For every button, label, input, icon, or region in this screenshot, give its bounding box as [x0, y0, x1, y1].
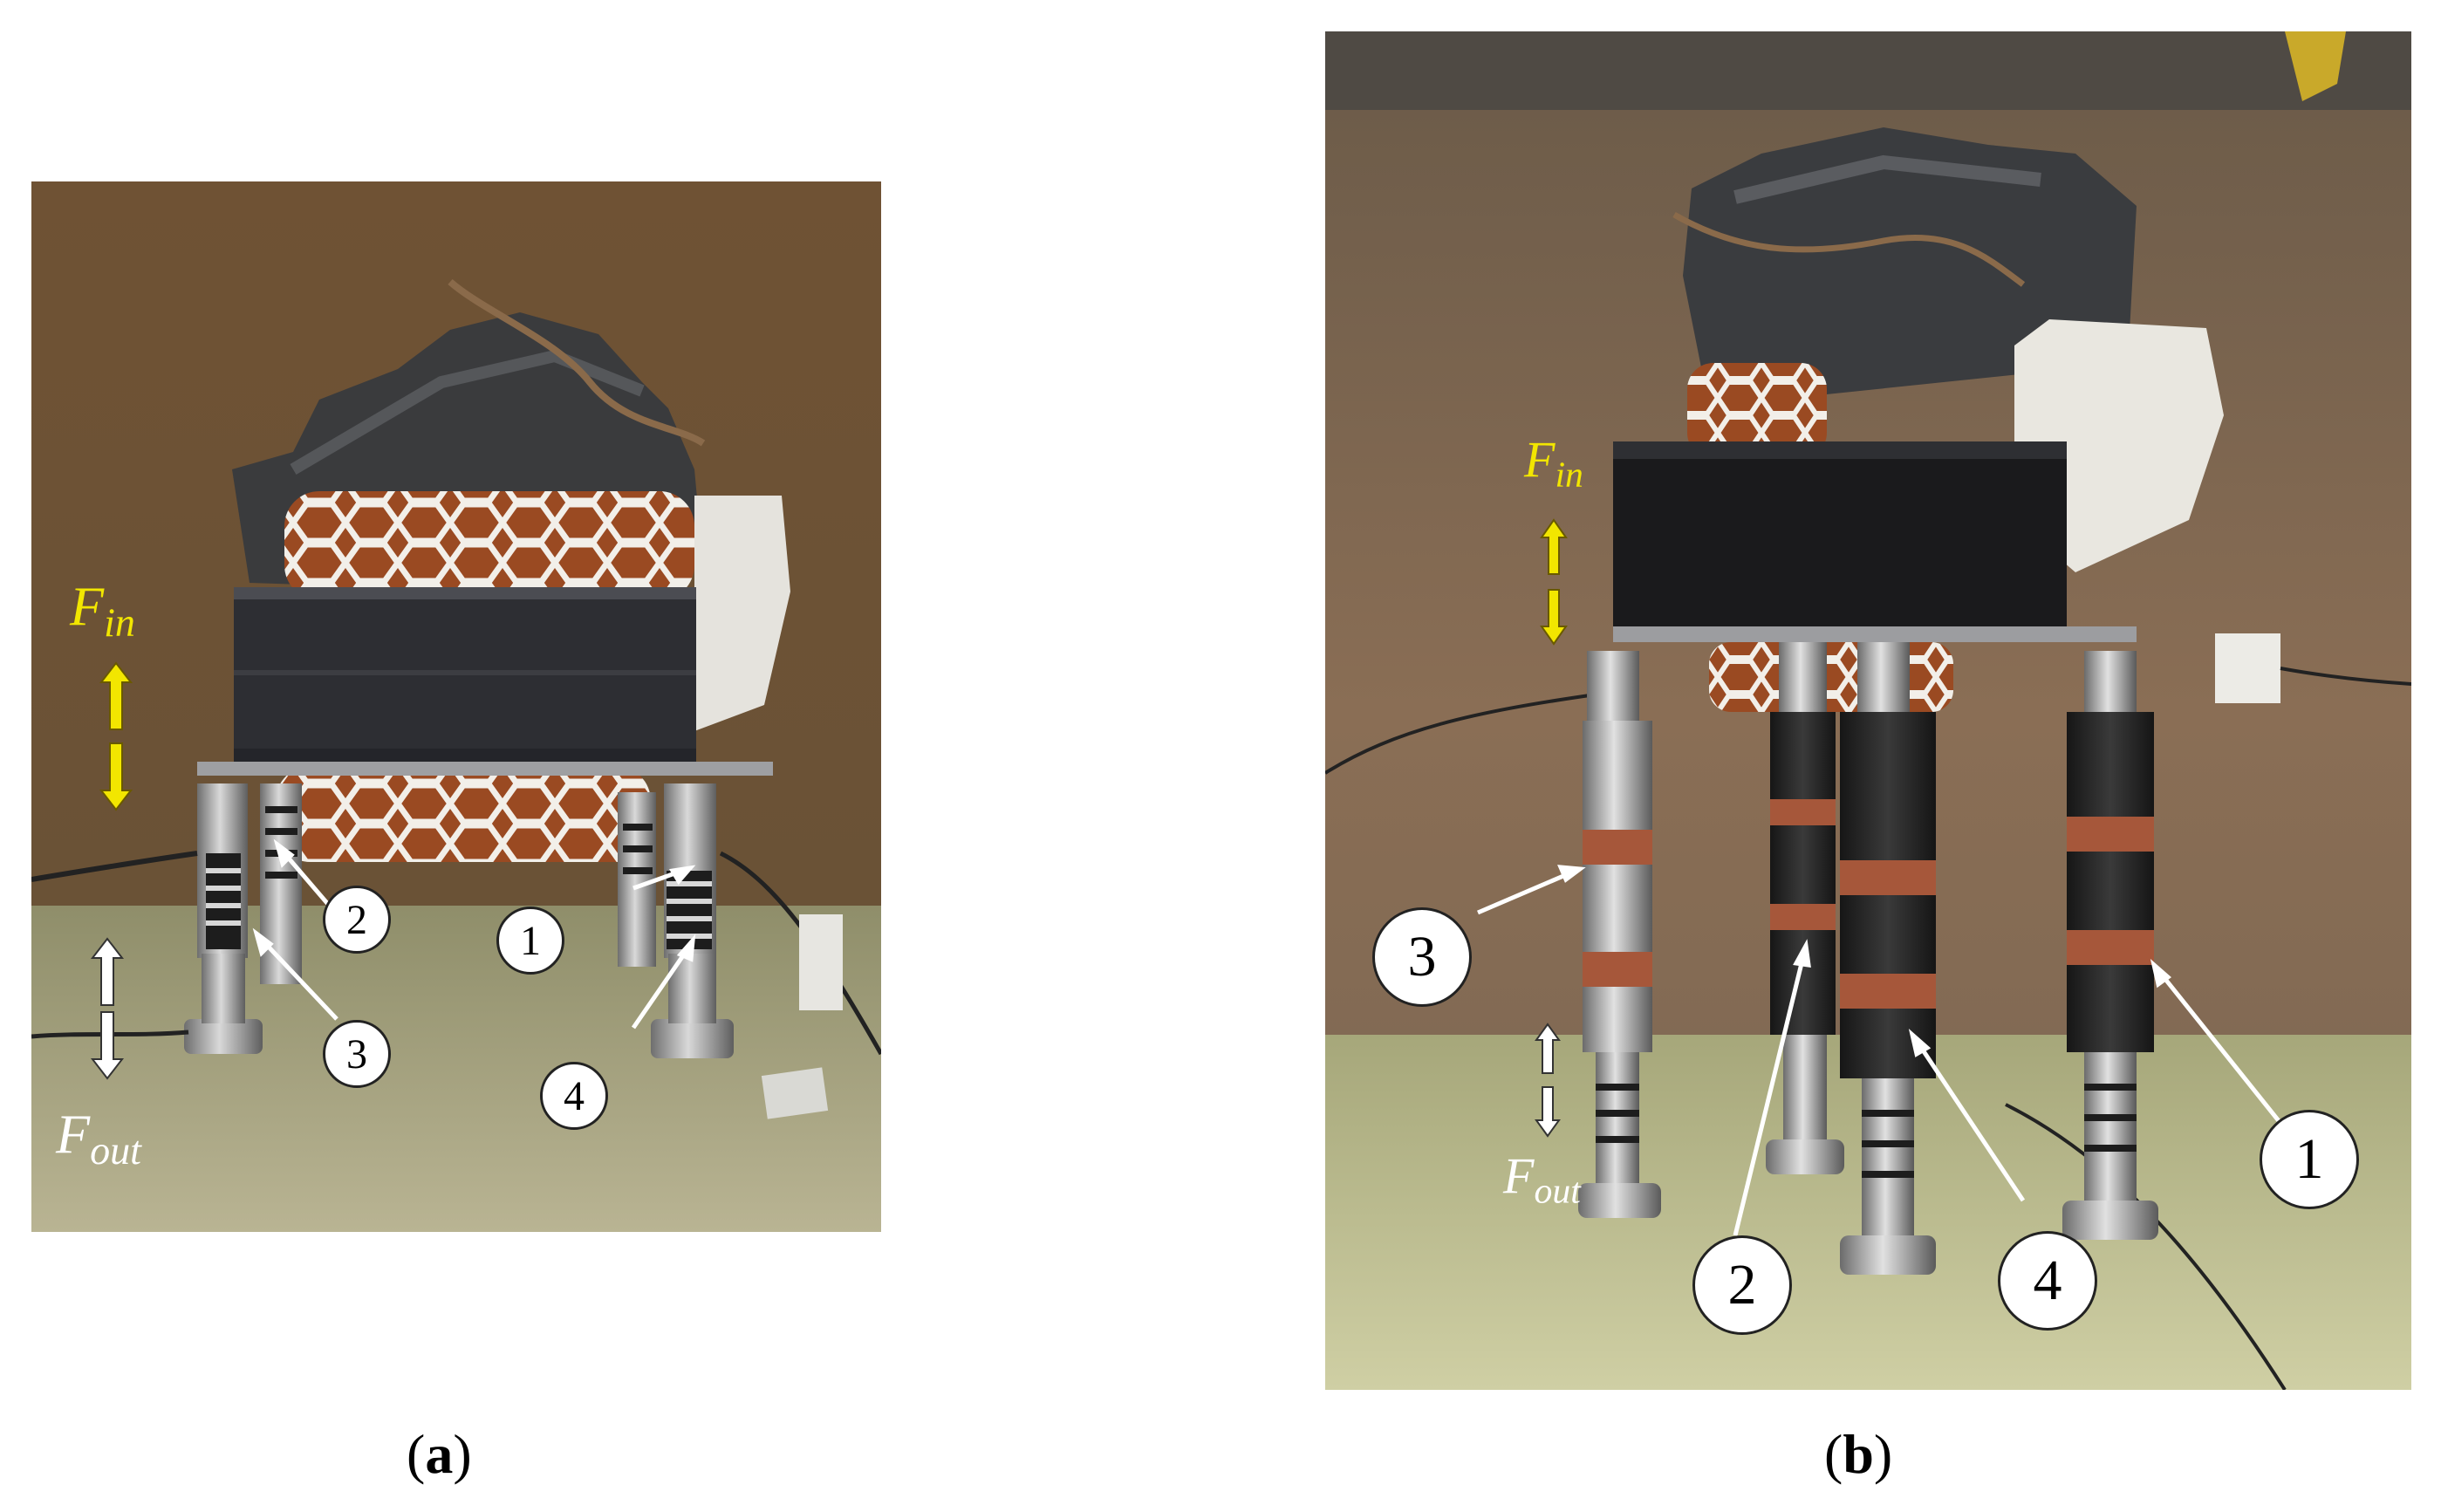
callout-3: 3: [323, 1020, 391, 1088]
photo-panel-b: Fin Fout 1 2 3 4: [1325, 31, 2411, 1390]
leader-arrows: [1477, 865, 2295, 1236]
callout-2: 2: [1692, 1235, 1792, 1335]
force-in-subscript: in: [104, 599, 135, 645]
callout-1: 1: [496, 907, 564, 975]
callout-1: 1: [2260, 1110, 2359, 1209]
force-out-label: Fout: [56, 1106, 141, 1171]
callout-4: 4: [540, 1062, 608, 1130]
callout-2: 2: [323, 886, 391, 954]
caption-a: (a): [407, 1423, 472, 1485]
force-out-arrow: [1535, 1023, 1561, 1138]
photo-panel-a: Fin Fout 1 2 3 4: [31, 181, 881, 1232]
leg-left-front: [184, 783, 263, 1054]
motor-photo-a: [31, 181, 881, 1232]
leg-right-front: [651, 783, 734, 1058]
force-in-symbol: F: [1524, 431, 1556, 488]
leg-2: [1766, 642, 1844, 1174]
leg-right-rear: [618, 792, 656, 967]
force-in-subscript: in: [1555, 455, 1583, 496]
caption-b: (b): [1824, 1423, 1893, 1485]
force-out-subscript: out: [90, 1127, 141, 1173]
force-out-arrow: [90, 937, 125, 1080]
callout-4: 4: [1998, 1231, 2097, 1331]
leg-4: [1840, 642, 1936, 1275]
leg-3: [1578, 651, 1661, 1218]
motor-photo-b: [1325, 31, 2411, 1390]
leg-1: [2062, 651, 2158, 1240]
force-out-label: Fout: [1503, 1151, 1581, 1210]
force-in-arrow: [99, 661, 133, 811]
force-in-symbol: F: [70, 575, 105, 637]
callout-3: 3: [1372, 907, 1472, 1007]
force-in-arrow: [1540, 518, 1568, 646]
leg-left-rear: [260, 783, 302, 984]
force-in-label: Fin: [70, 578, 135, 643]
force-out-symbol: F: [1503, 1147, 1535, 1204]
force-out-symbol: F: [56, 1103, 91, 1165]
force-in-label: Fin: [1524, 434, 1583, 494]
force-out-subscript: out: [1534, 1171, 1581, 1212]
